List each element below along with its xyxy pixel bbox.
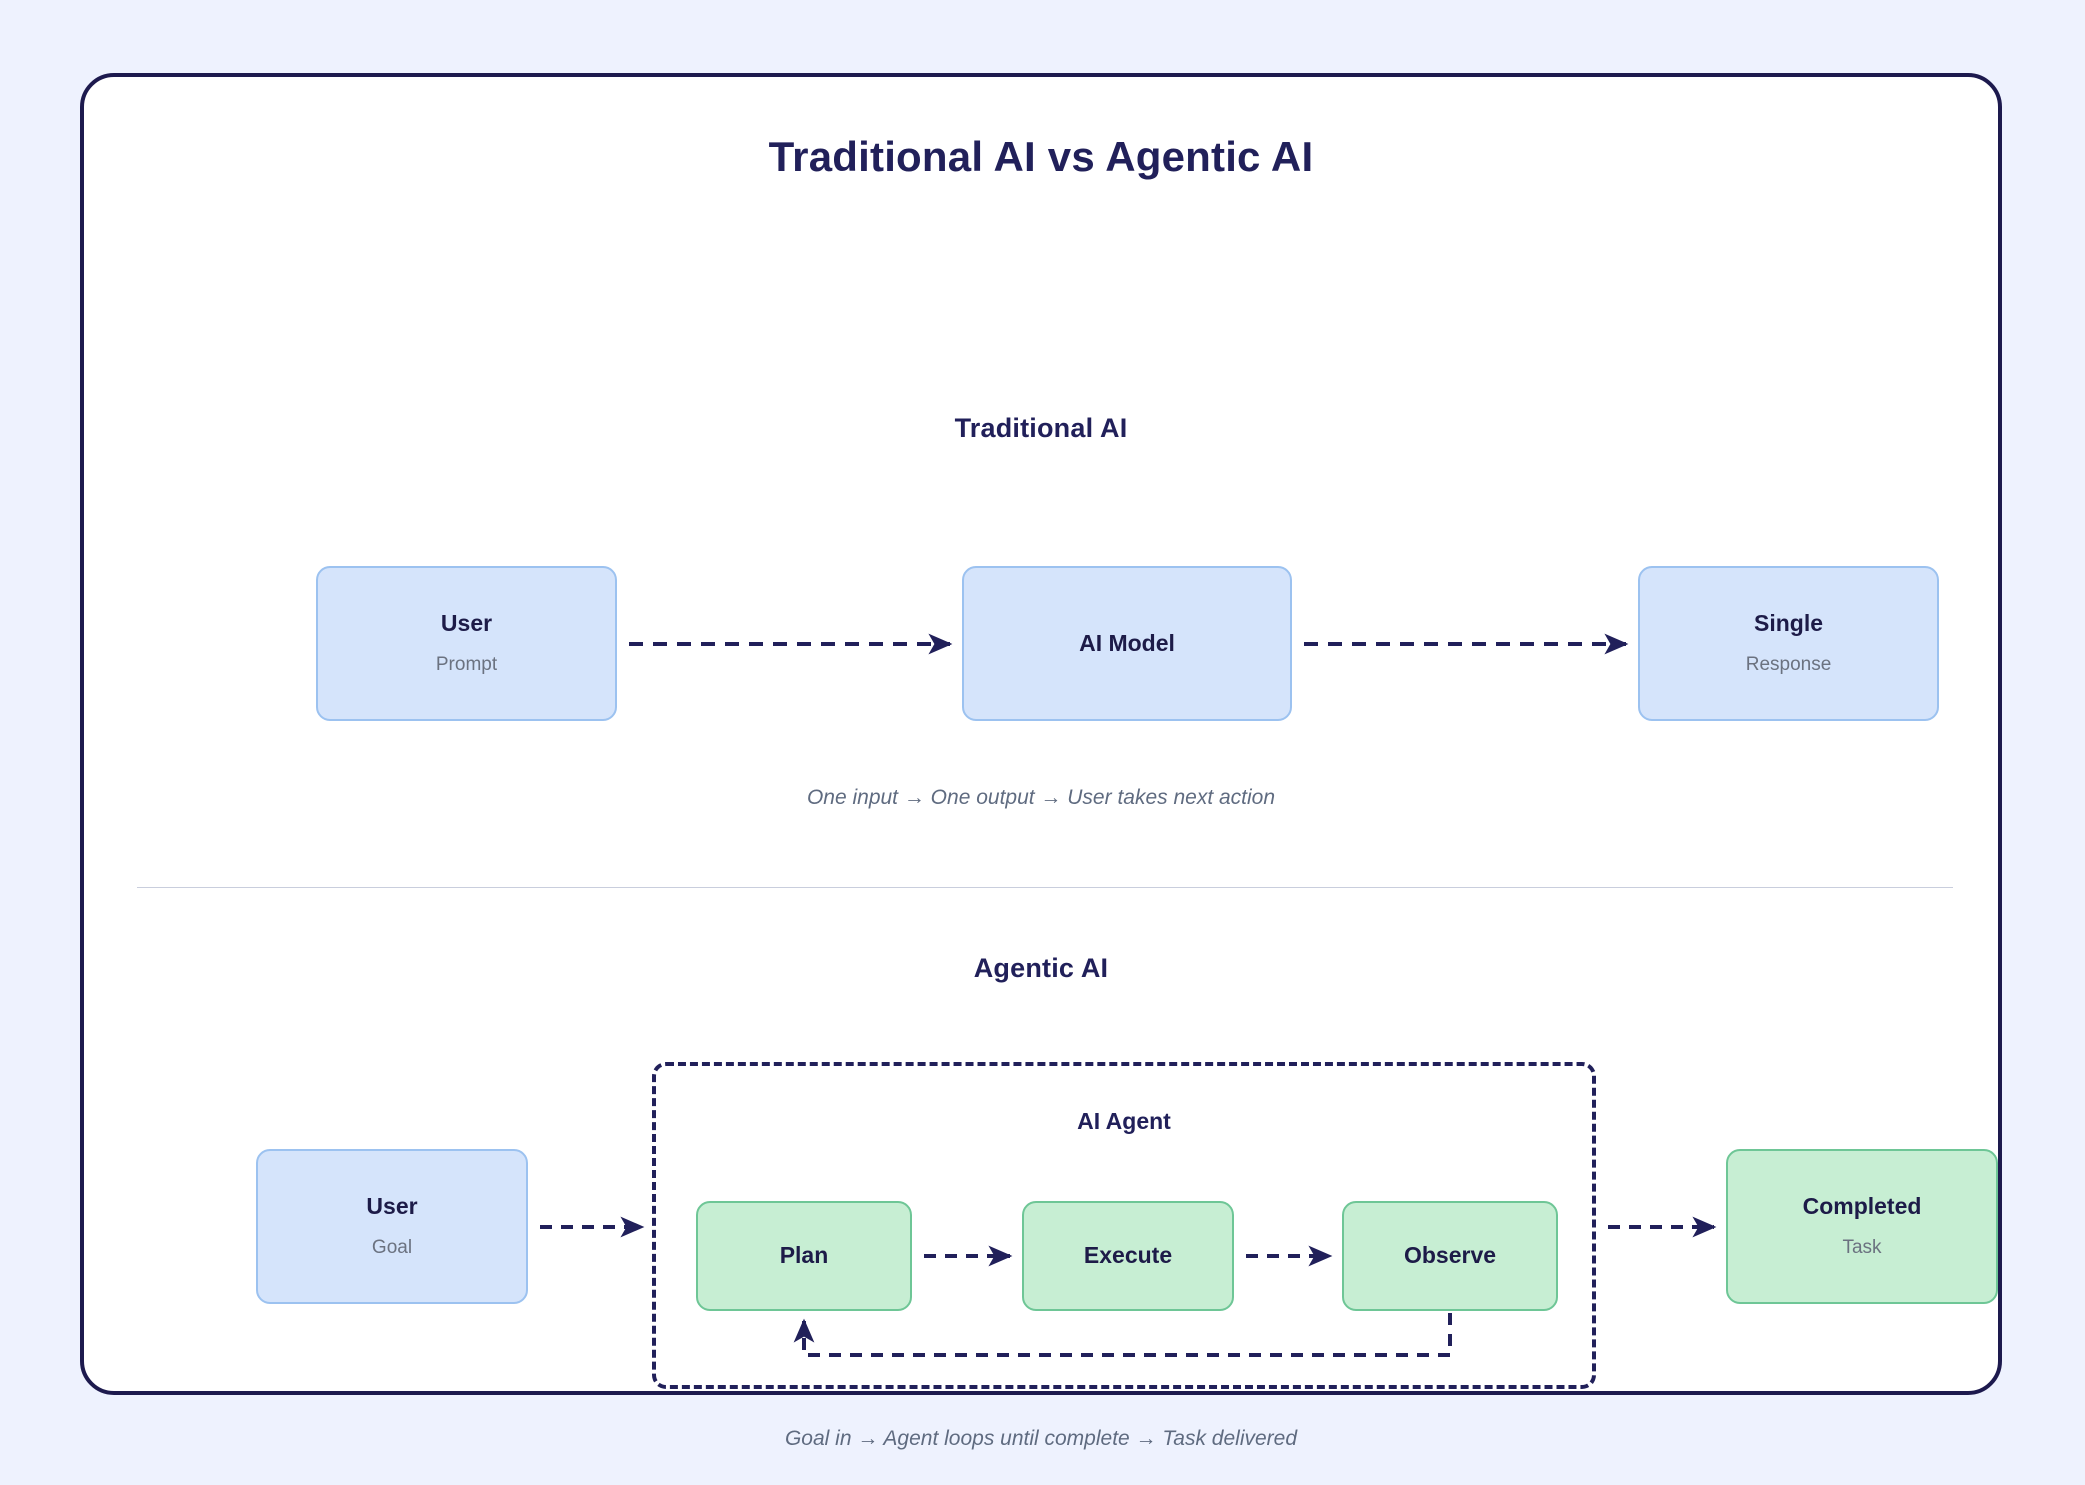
node-title: Execute [1083,1242,1173,1269]
page-title: Traditional AI vs Agentic AI [768,133,1314,180]
section-divider [137,887,1953,888]
node-single-response[interactable]: Single Response [1638,566,1939,721]
node-title: Observe [1403,1242,1497,1269]
node-title: Single [1753,609,1823,636]
node-user-prompt[interactable]: User Prompt [316,566,617,721]
node-subtitle: Goal [371,1237,413,1259]
node-plan[interactable]: Plan [696,1201,912,1311]
node-subtitle: Response [1745,654,1832,676]
node-observe[interactable]: Observe [1342,1201,1558,1311]
node-title: Plan [779,1242,829,1269]
node-subtitle: Task [1842,1237,1882,1259]
node-title: User [440,609,493,636]
node-user-goal[interactable]: User Goal [256,1149,528,1304]
section-heading-traditional: Traditional AI [954,413,1128,443]
node-ai-model[interactable]: AI Model [962,566,1292,721]
caption-traditional: One input → One output → User takes next… [806,786,1276,809]
node-title: Completed [1802,1192,1922,1219]
ai-agent-label: AI Agent [1077,1108,1171,1134]
caption-agentic: Goal in → Agent loops until complete → T… [784,1427,1298,1450]
node-completed-task[interactable]: Completed Task [1726,1149,1998,1304]
section-heading-agentic: Agentic AI [973,953,1109,983]
ai-agent-container: AI Agent [652,1062,1596,1389]
node-subtitle: Prompt [435,654,498,676]
diagram-card: Traditional AI vs Agentic AI Traditional… [80,73,2002,1450]
node-title: AI Model [1079,629,1175,656]
node-execute[interactable]: Execute [1022,1201,1234,1311]
node-title: User [366,1192,418,1219]
